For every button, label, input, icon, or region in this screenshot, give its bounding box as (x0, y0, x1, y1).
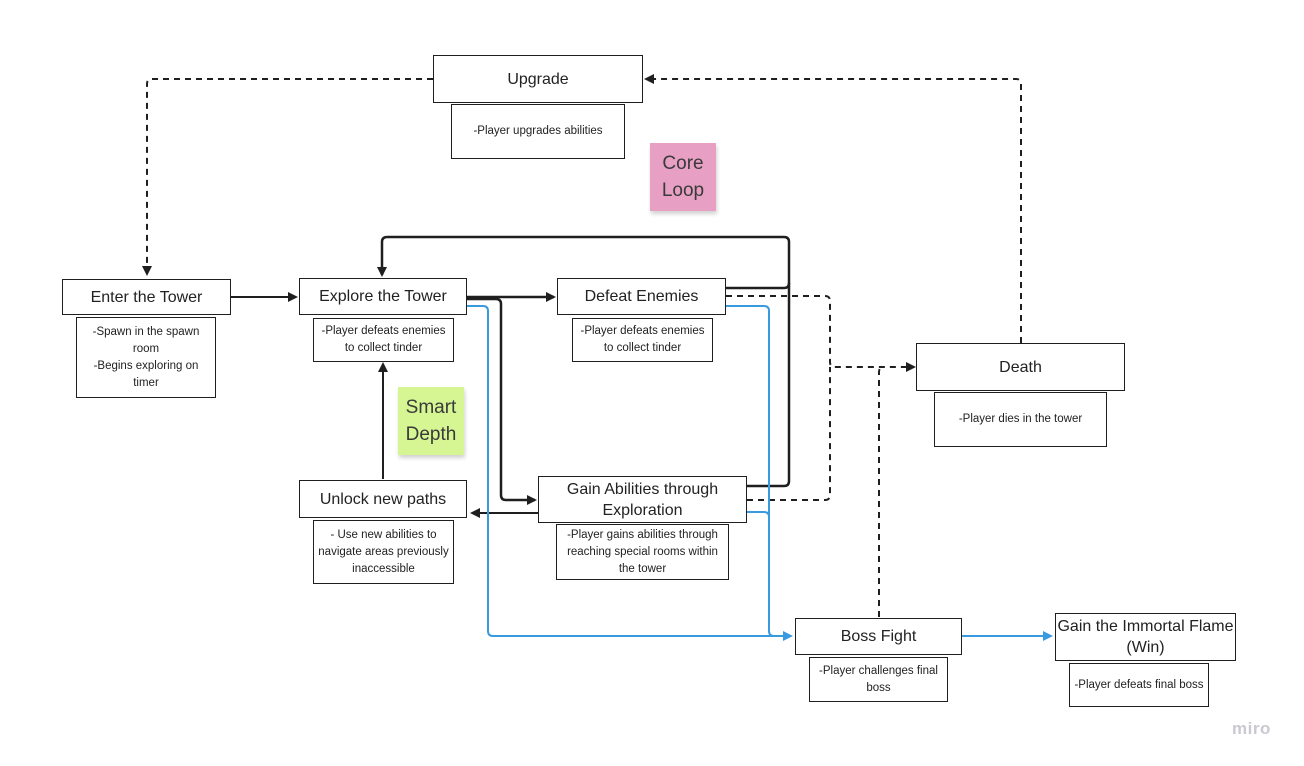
sticky-core-loop[interactable]: Core Loop (650, 143, 716, 211)
edge-abilities-to-death[interactable] (747, 367, 831, 501)
edge-upgrade-to-enter[interactable] (142, 78, 433, 276)
note-upgrade: -Player upgrades abilities (451, 104, 625, 159)
edge-boss-to-death[interactable] (878, 366, 885, 617)
edge-defeat-to-boss[interactable] (726, 305, 775, 637)
edge-defeat-loop-to-explore[interactable] (377, 235, 791, 290)
edge-explore-to-abilities[interactable] (467, 297, 537, 505)
edge-abilities-loop-up[interactable] (747, 283, 791, 488)
note-death: -Player dies in the tower (934, 392, 1107, 447)
note-explore-tower: -Player defeats enemies to collect tinde… (313, 318, 454, 362)
node-upgrade[interactable]: Upgrade (433, 55, 643, 103)
node-gain-abilities[interactable]: Gain Abilities through Exploration (538, 476, 747, 523)
note-unlock-paths: - Use new abilities to navigate areas pr… (313, 520, 454, 584)
edge-death-to-upgrade[interactable] (644, 74, 1022, 343)
note-defeat-enemies: -Player defeats enemies to collect tinde… (572, 318, 713, 362)
edge-defeat-to-death[interactable] (726, 295, 916, 372)
node-explore-tower[interactable]: Explore the Tower (299, 278, 467, 315)
miro-watermark: miro (1232, 719, 1271, 738)
node-enter-tower[interactable]: Enter the Tower (62, 279, 231, 315)
node-defeat-enemies[interactable]: Defeat Enemies (557, 278, 726, 315)
note-enter-tower: -Spawn in the spawn room -Begins explori… (76, 317, 216, 398)
note-gain-abilities: -Player gains abilities through reaching… (556, 524, 729, 580)
sticky-smart-depth[interactable]: Smart Depth (398, 387, 464, 455)
edge-explore-to-boss[interactable] (467, 305, 793, 641)
node-unlock-paths[interactable]: Unlock new paths (299, 480, 467, 518)
note-boss-fight: -Player challenges final boss (809, 657, 948, 702)
node-death[interactable]: Death (916, 343, 1125, 391)
edge-abilities-to-boss[interactable] (747, 511, 770, 518)
node-boss-fight[interactable]: Boss Fight (795, 618, 962, 655)
note-immortal-flame: -Player defeats final boss (1069, 663, 1209, 707)
node-immortal-flame[interactable]: Gain the Immortal Flame (Win) (1055, 613, 1236, 661)
